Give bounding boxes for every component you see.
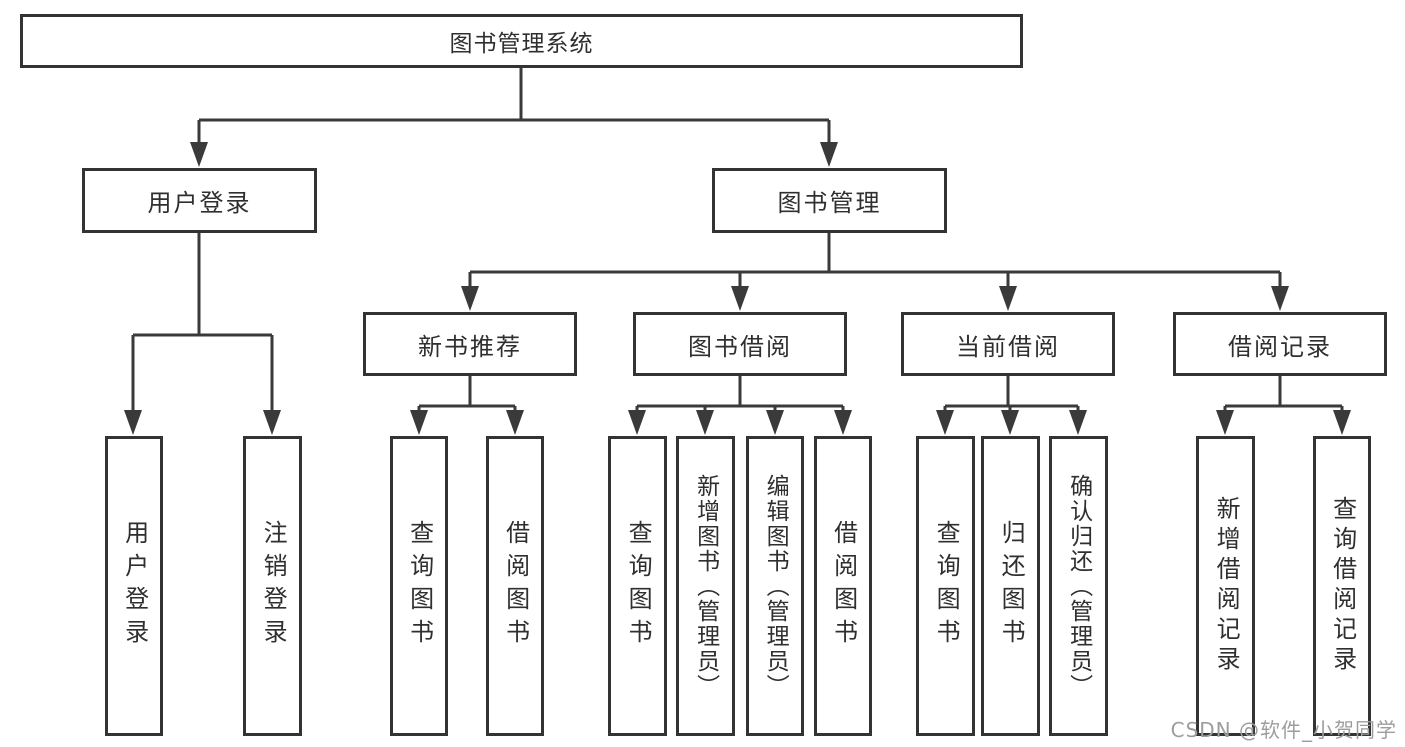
- leaf-user-login: 用户登录: [105, 436, 163, 736]
- edge-lines: [131, 67, 1344, 414]
- edge-current-borrow-split: [943, 376, 1080, 414]
- leaf-borrow-query-books-label: 查询图书: [624, 520, 653, 652]
- node-current-borrow-label: 当前借阅: [956, 332, 1060, 361]
- leaf-borrow-edit-books-admin: 编辑图书（管理员）: [746, 436, 804, 736]
- arrowhead: [1001, 410, 1019, 435]
- leaf-newbook-borrow-books-label: 借阅图书: [501, 520, 530, 652]
- node-user-login: 用户登录: [82, 168, 317, 233]
- node-root-label: 图书管理系统: [449, 31, 594, 57]
- node-root-library-system: 图书管理系统: [20, 14, 1023, 68]
- leaf-logout: 注销登录: [243, 436, 302, 736]
- node-book-management: 图书管理: [712, 168, 947, 233]
- leaf-current-confirm-return-admin: 确认归还（管理员）: [1049, 436, 1108, 736]
- arrowhead: [936, 410, 954, 435]
- arrowhead: [696, 410, 714, 435]
- leaf-borrow-borrow-books-label: 借阅图书: [829, 520, 858, 652]
- edge-new-book-split: [417, 376, 517, 414]
- node-book-borrow-label: 图书借阅: [688, 332, 792, 361]
- edge-user-login-split: [131, 233, 274, 413]
- arrowhead: [263, 410, 281, 435]
- arrowhead: [410, 410, 428, 435]
- csdn-watermark: CSDN @软件_小贺同学: [1170, 718, 1397, 742]
- node-current-borrow: 当前借阅: [901, 312, 1115, 376]
- leaf-record-add-borrow-record-label: 新增借阅记录: [1212, 496, 1241, 676]
- arrowhead: [1216, 410, 1234, 435]
- edge-book-management-split: [468, 233, 1282, 291]
- arrowhead: [1271, 286, 1289, 311]
- leaf-current-return-books: 归还图书: [981, 436, 1040, 736]
- node-borrow-record: 借阅记录: [1173, 312, 1387, 376]
- arrowhead: [834, 410, 852, 435]
- leaf-record-query-borrow-record: 查询借阅记录: [1313, 436, 1371, 736]
- arrowhead: [124, 410, 142, 435]
- arrowhead: [1069, 410, 1087, 435]
- arrowhead: [190, 142, 208, 167]
- leaf-borrow-add-books-admin: 新增图书（管理员）: [676, 436, 735, 736]
- leaf-borrow-edit-books-admin-label: 编辑图书（管理员）: [762, 473, 789, 699]
- leaf-newbook-borrow-books: 借阅图书: [486, 436, 544, 736]
- leaf-current-query-books: 查询图书: [916, 436, 975, 736]
- node-new-book-recommend: 新书推荐: [363, 312, 577, 376]
- edge-book-borrow-split: [635, 376, 845, 414]
- leaf-borrow-add-books-admin-label: 新增图书（管理员）: [692, 473, 719, 699]
- leaf-current-query-books-label: 查询图书: [932, 520, 961, 652]
- arrowhead: [999, 286, 1017, 311]
- leaf-current-return-books-label: 归还图书: [997, 520, 1026, 652]
- leaf-borrow-query-books: 查询图书: [608, 436, 667, 736]
- arrowhead: [628, 410, 646, 435]
- node-book-management-label: 图书管理: [777, 189, 882, 217]
- arrowhead: [766, 410, 784, 435]
- edge-root-split: [197, 67, 831, 147]
- arrowhead: [1333, 410, 1351, 435]
- leaf-record-query-borrow-record-label: 查询借阅记录: [1328, 496, 1357, 676]
- leaf-newbook-query-books: 查询图书: [390, 436, 448, 736]
- leaf-user-login-label: 用户登录: [120, 520, 149, 652]
- arrowhead: [506, 410, 524, 435]
- node-book-borrow: 图书借阅: [633, 312, 847, 376]
- node-new-book-recommend-label: 新书推荐: [418, 332, 522, 361]
- arrowhead: [461, 286, 479, 311]
- leaf-current-confirm-return-admin-label: 确认归还（管理员）: [1065, 473, 1092, 699]
- edge-borrow-record-split: [1223, 376, 1344, 414]
- node-borrow-record-label: 借阅记录: [1228, 332, 1332, 361]
- leaf-newbook-query-books-label: 查询图书: [405, 520, 434, 652]
- arrowhead: [731, 286, 749, 311]
- edge-arrowheads: [124, 142, 1351, 435]
- node-user-login-label: 用户登录: [147, 189, 252, 217]
- leaf-record-add-borrow-record: 新增借阅记录: [1196, 436, 1255, 736]
- arrowhead: [820, 142, 838, 167]
- leaf-borrow-borrow-books: 借阅图书: [814, 436, 872, 736]
- leaf-logout-label: 注销登录: [259, 520, 288, 652]
